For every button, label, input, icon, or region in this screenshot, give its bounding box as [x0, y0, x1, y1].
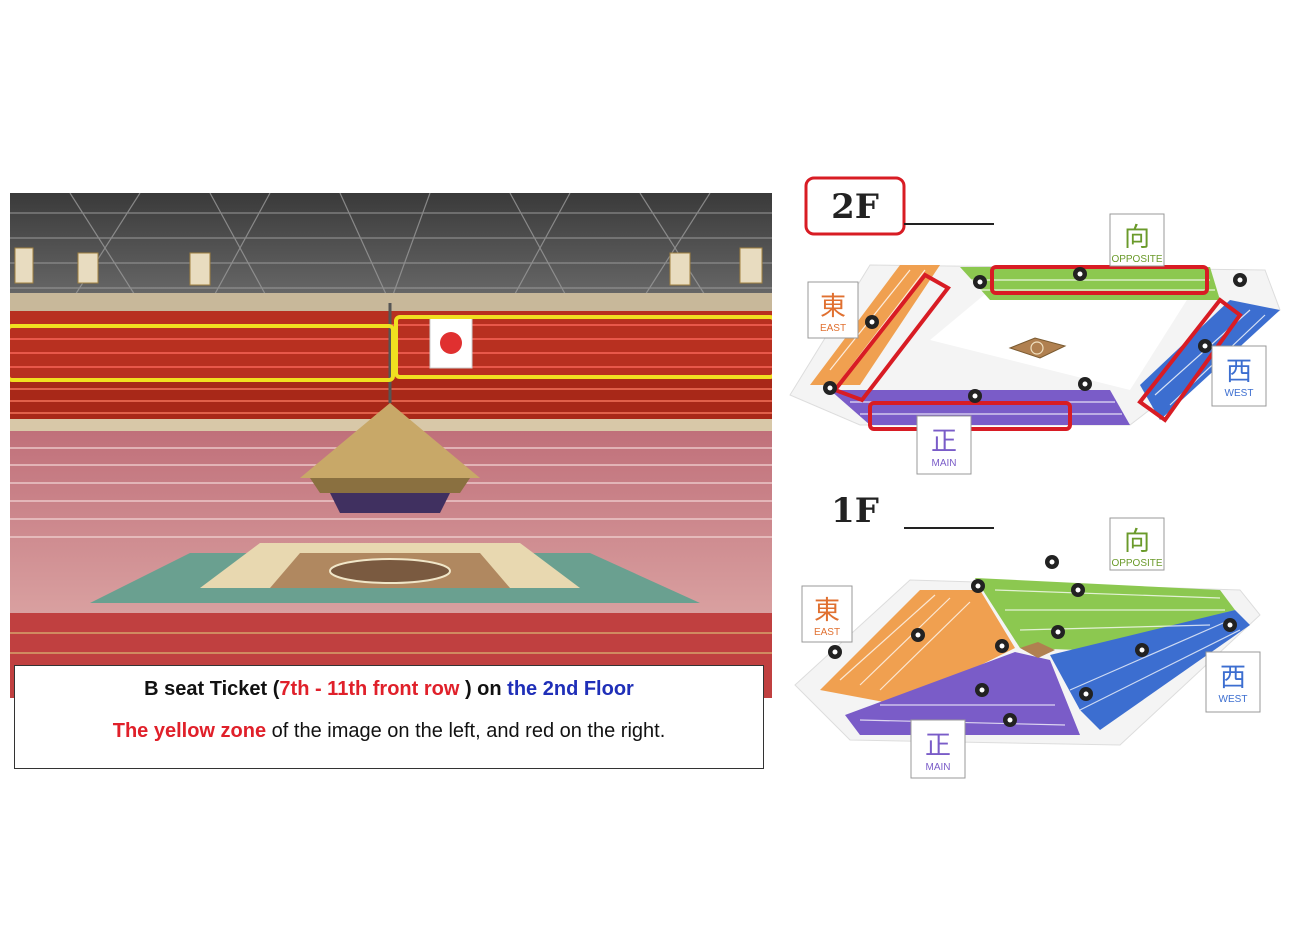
direction-main-2f: 正 MAIN: [916, 415, 972, 475]
yellow-zone-highlight: [10, 315, 772, 382]
seats-2f-opposite: [960, 267, 1220, 300]
floor-2f-title: 2F: [831, 187, 879, 227]
label-opposite: OPPOSITE: [1111, 558, 1162, 569]
direction-east-1f: 東 EAST: [801, 585, 853, 643]
kanji-east: 東: [820, 292, 846, 322]
map-2f: 2F: [789, 176, 1281, 475]
caption-rows: 7th - 11th front row: [279, 678, 460, 700]
sumo-ring-icon: [1020, 642, 1055, 658]
japan-flag-icon: [429, 317, 473, 369]
kanji-opposite: 向: [1124, 527, 1150, 557]
kanji-main: 正: [925, 731, 951, 761]
ticket-subtitle: The yellow zone of the image on the left…: [15, 720, 763, 743]
caption-rest: of the image on the left, and red on the…: [266, 720, 666, 742]
kanji-west: 西: [1226, 357, 1252, 387]
direction-west-1f: 西 WEST: [1205, 651, 1261, 713]
sumo-ring-icon: [1008, 337, 1067, 359]
kanji-main: 正: [931, 427, 957, 457]
ticket-title: B seat Ticket (7th - 11th front row ) on…: [15, 678, 763, 701]
label-main: MAIN: [926, 762, 951, 773]
arena-photo: [10, 193, 772, 698]
caption-prefix: B seat Ticket (: [144, 678, 280, 700]
floor-2f-badge: [804, 176, 906, 236]
kanji-east: 東: [814, 596, 840, 626]
direction-opposite-2f: 向 OPPOSITE: [1109, 213, 1165, 267]
label-main: MAIN: [932, 458, 957, 469]
seats-1f-main: [845, 652, 1080, 735]
direction-east-2f: 東 EAST: [807, 281, 859, 339]
direction-opposite-1f: 向 OPPOSITE: [1109, 517, 1165, 571]
direction-west-2f: 西 WEST: [1211, 345, 1267, 407]
caption-highlight: The yellow zone: [112, 720, 267, 742]
label-opposite: OPPOSITE: [1111, 254, 1162, 265]
map-1f: 1F: [794, 491, 1261, 779]
label-west: WEST: [1225, 388, 1254, 399]
label-east: EAST: [814, 627, 840, 638]
direction-main-1f: 正 MAIN: [910, 719, 966, 779]
floor-maps: 2F: [789, 176, 1281, 779]
kanji-west: 西: [1220, 663, 1246, 693]
label-east: EAST: [820, 323, 846, 334]
caption-floor: the 2nd Floor: [507, 678, 634, 700]
caption-mid: ) on: [459, 678, 508, 700]
ticket-caption: B seat Ticket (7th - 11th front row ) on…: [14, 665, 764, 769]
floor-1f-title: 1F: [831, 491, 879, 531]
label-west: WEST: [1219, 694, 1248, 705]
seats-2f-main: [830, 390, 1130, 425]
kanji-opposite: 向: [1124, 223, 1150, 253]
